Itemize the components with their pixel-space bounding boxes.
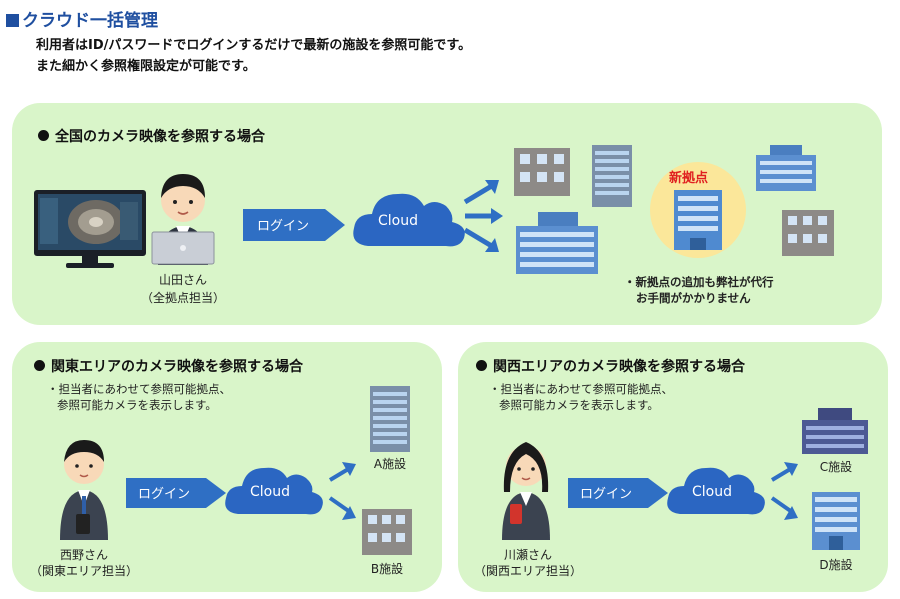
facility-b-building-icon [362,509,412,555]
login-arrow: ログイン [243,209,345,241]
cloud-icon: Cloud [225,467,323,515]
new-site-badge: 新拠点 [669,171,709,186]
building-brown-icon [514,148,570,196]
new-site-highlight [650,162,746,258]
cloud-label: Cloud [692,484,732,500]
facility-c-building-icon [802,408,868,454]
kanto-panel-title: 関東エリアのカメラ映像を参照する場合 [34,356,303,376]
new-site-note-2: お手間がかかりません [636,291,751,305]
distribution-arrows [463,180,503,252]
kanto-title-text: 関東エリアのカメラ映像を参照する場合 [51,359,303,375]
monitor-icon [34,190,146,268]
kansai-arrows [770,462,798,520]
subtitle-line-2: また細かく参照権限設定が可能です。 [36,59,256,74]
nationwide-title-text: 全国のカメラ映像を参照する場合 [55,129,265,145]
title-square-icon [6,14,19,27]
new-site-note-1: ・新拠点の追加も弊社が代行 [624,275,774,289]
kansai-note-1: ・担当者にあわせて参照可能拠点、 [489,382,673,396]
facility-d-label: D施設 [819,558,853,572]
yamada-person-icon [151,174,215,265]
building-gray-icon [782,210,834,256]
bullet-dot-icon [34,360,45,371]
subtitle-line-1: 利用者はID/パスワードでログインするだけで最新の施設を参照可能です。 [36,38,472,53]
page-title-text: クラウド一括管理 [22,11,158,31]
nishino-name: 西野さん [59,548,108,562]
kawase-name: 川瀬さん [503,548,552,562]
login-arrow: ログイン [568,478,668,508]
kanto-note-2: 参照可能カメラを表示します。 [57,398,217,412]
kansai-panel-title: 関西エリアのカメラ映像を参照する場合 [476,356,745,376]
kansai-title-text: 関西エリアのカメラ映像を参照する場合 [493,359,745,375]
kanto-arrows [328,462,356,520]
login-arrow-label: ログイン [580,487,632,502]
login-arrow-label: ログイン [257,219,309,234]
kansai-note-2: 参照可能カメラを表示します。 [499,398,659,412]
page-title: クラウド一括管理 [6,6,158,31]
building-blue-complex-icon [516,212,598,274]
yamada-role: （全拠点担当） [140,291,225,305]
facility-b-label: B施設 [370,562,404,576]
nishino-person-icon [60,440,108,540]
cloud-label: Cloud [250,484,290,500]
bullet-dot-icon [38,130,49,141]
bullet-dot-icon [476,360,487,371]
nishino-role: （関東エリア担当） [29,564,138,578]
cloud-label: Cloud [378,213,418,229]
login-arrow: ログイン [126,478,226,508]
nationwide-panel-title: 全国のカメラ映像を参照する場合 [38,126,265,146]
cloud-icon: Cloud [667,467,765,515]
login-arrow-label: ログイン [138,487,190,502]
building-blue-tower-icon [592,145,632,207]
facility-d-building-icon [812,492,860,550]
cloud-icon: Cloud [353,193,465,247]
building-blue-small-icon [756,145,816,191]
facility-a-building-icon [370,386,410,452]
facility-a-label: A施設 [373,457,407,471]
facility-c-label: C施設 [819,460,853,474]
kawase-role: （関西エリア担当） [473,564,582,578]
kanto-note-1: ・担当者にあわせて参照可能拠点、 [47,382,231,396]
yamada-name: 山田さん [158,273,207,287]
kawase-person-icon [502,442,550,540]
